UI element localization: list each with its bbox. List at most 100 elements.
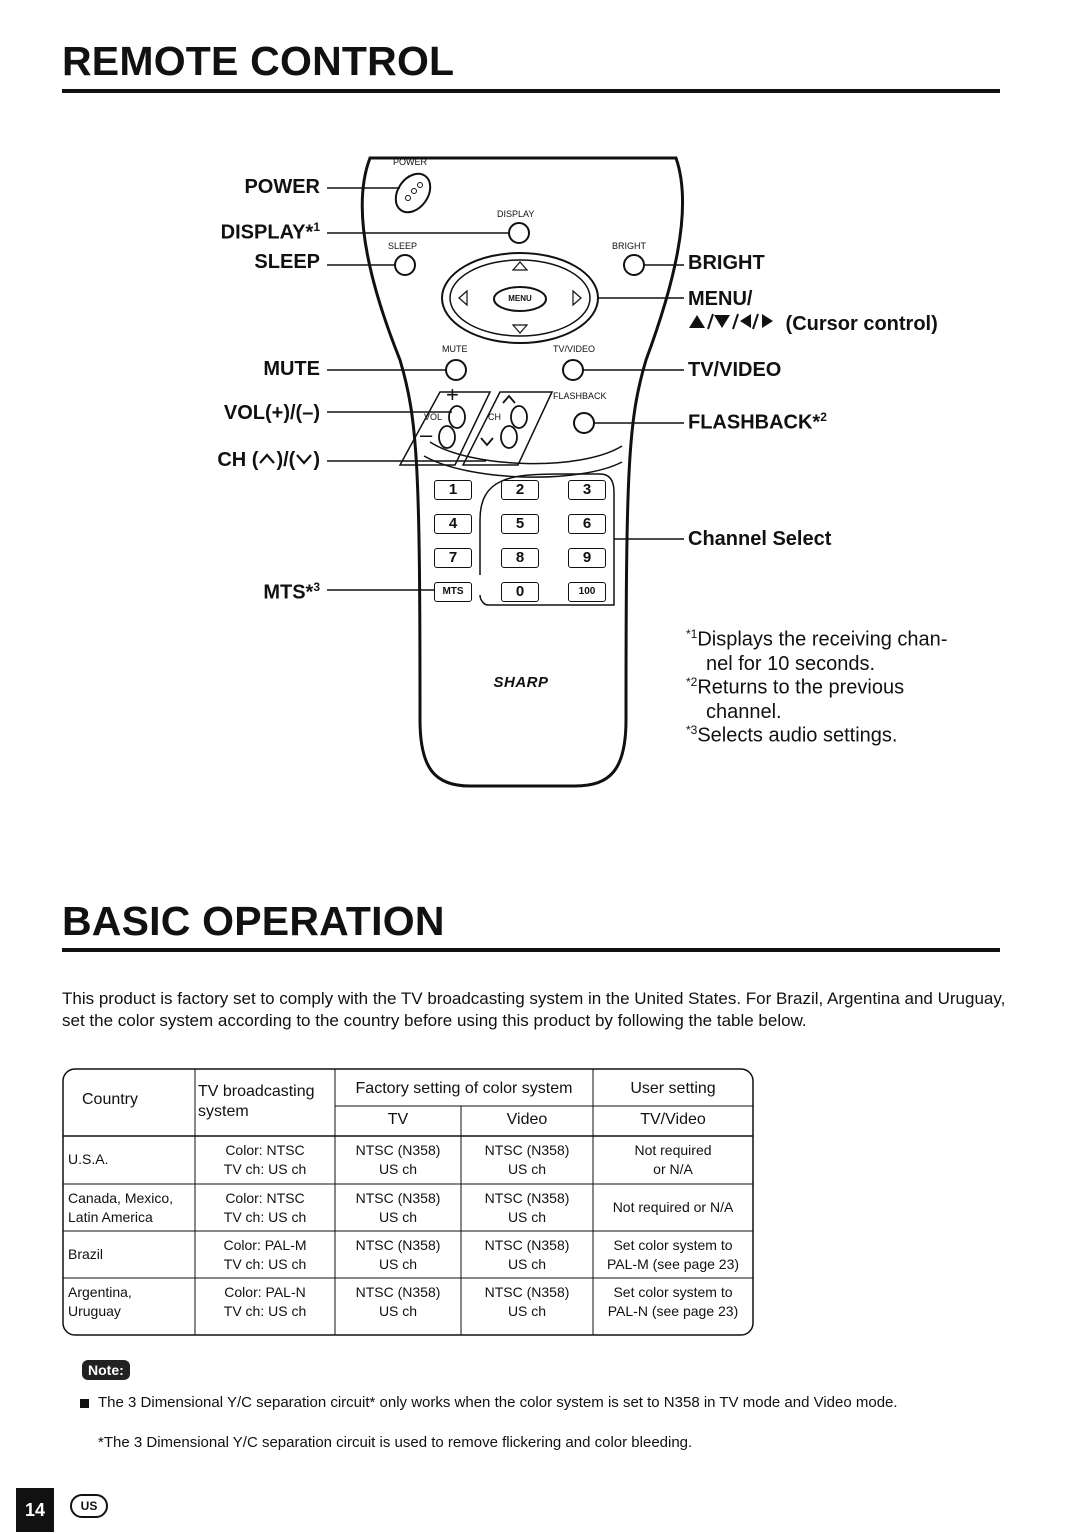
table-cell-line: US ch [378,1256,418,1272]
header-tv-video: TV/Video [640,1111,706,1128]
table-cell-line: Not required [634,1142,712,1158]
display-button [508,222,530,244]
table-cell-line: US ch [507,1303,547,1319]
label-tv-video: TV/VIDEO [688,359,782,381]
key-9: 9 [568,548,606,568]
table-cell-line: Color: NTSC [225,1142,305,1158]
table-cell-line: Argentina, [68,1284,132,1300]
footnote-3: *3Selects audio settings. [686,723,898,747]
table-cell-line: TV ch: US ch [223,1209,307,1225]
label-menu: MENU/ [688,288,753,310]
table-cell-video: NTSC (N358) US ch [461,1189,593,1227]
power-print: POWER [393,157,428,167]
table-cell-line: Brazil [68,1246,104,1262]
label-display: DISPLAY*1 [220,220,320,244]
table-cell-line: US ch [378,1209,418,1225]
note-footnote: *The 3 Dimensional Y/C separation circui… [98,1434,693,1451]
cursor-arrows-icon [689,313,773,330]
key-4: 4 [434,514,472,534]
table-cell-line: TV ch: US ch [223,1303,307,1319]
table-cell-tv: NTSC (N358) US ch [335,1189,461,1227]
footnote-1: *1Displays the receiving chan-nel for 10… [686,627,948,675]
key-1: 1 [434,480,472,500]
table-cell-line: NTSC (N358) [355,1190,441,1206]
table-cell-line: Uruguay [68,1303,121,1319]
up-arrow-icon [511,261,529,271]
mute-button [445,359,467,381]
label-mute: MUTE [263,358,320,380]
label-ch: CH ()/() [217,449,320,471]
table-cell-line: TV ch: US ch [223,1256,307,1272]
table-cell-line: NTSC (N358) [484,1142,570,1158]
table-cell-line: Set color system to [613,1284,733,1300]
table-cell-video: NTSC (N358) US ch [461,1141,593,1179]
label-sleep: SLEEP [254,251,320,273]
bullet-square-icon [80,1399,89,1408]
remote-control-diagram: POWER DISPLAY SLEEP BRIGHT MENU MUTE TV/… [0,120,1080,820]
table-cell-tv: NTSC (N358)US ch [335,1141,461,1179]
sleep-button [394,254,416,276]
title-rule [62,948,1000,952]
key-8: 8 [501,548,539,568]
table-cell-line: Set color system to [613,1237,733,1253]
table-cell-country: Brazil [68,1245,193,1264]
key-6: 6 [568,514,606,534]
table-cell-user: Set color system to PAL-M (see page 23) [593,1236,753,1274]
table-cell-line: Not required or N/A [612,1199,734,1215]
table-cell-line: PAL-M (see page 23) [606,1256,740,1272]
vol-rocker [398,391,492,466]
header-user-setting: User setting [630,1080,716,1097]
chevron-up-icon [259,453,276,464]
bright-button [623,254,645,276]
key-3: 3 [568,480,606,500]
right-arrow-icon [572,289,582,307]
table-cell-system: Color: PAL-M TV ch: US ch [195,1236,335,1274]
table-cell-line: U.S.A. [68,1151,109,1167]
table-cell-country: U.S.A. [68,1150,193,1169]
table-cell-line: Color: PAL-N [224,1284,306,1300]
label-bright: BRIGHT [688,252,765,274]
table-cell-video: NTSC (N358)US ch [461,1283,593,1321]
basic-operation-title: BASIC OPERATION [62,898,445,944]
table-cell-line: US ch [507,1256,547,1272]
table-cell-country: Canada, Mexico,Latin America [68,1189,193,1227]
table-cell-line: Color: PAL-M [223,1237,307,1253]
flashback-button [573,412,595,434]
table-cell-line: or N/A [653,1161,693,1177]
key-2: 2 [501,480,539,500]
flashback-print: FLASHBACK [553,391,607,401]
remote-body [360,156,685,788]
table-cell-tv: NTSC (N358)US ch [335,1283,461,1321]
intro-paragraph: This product is factory set to comply wi… [62,989,1006,1030]
menu-print: MENU [508,294,532,303]
table-cell-user: Not required or N/A [593,1198,753,1217]
key-7: 7 [434,548,472,568]
table-cell-line: NTSC (N358) [484,1190,570,1206]
label-power: POWER [244,176,320,198]
table-grid [62,1068,754,1336]
chevron-down-icon [296,454,313,465]
mute-print: MUTE [442,344,468,354]
header-tv: TV [387,1111,409,1128]
tv-video-print: TV/VIDEO [553,344,596,354]
sharp-logo: SHARP [493,674,549,691]
region-badge: US [70,1494,108,1518]
header-video: Video [506,1111,548,1128]
vol-plus-print: + [446,382,459,407]
left-arrow-icon [458,289,468,307]
display-print: DISPLAY [497,209,535,219]
table-cell-line: Canada, Mexico, [68,1190,174,1206]
label-cursor: (Cursor control) [688,312,938,336]
label-flashback: FLASHBACK*2 [688,410,827,434]
table-cell-tv: NTSC (N358)US ch [335,1236,461,1274]
bright-print: BRIGHT [612,241,647,251]
table-cell-user: Set color system to PAL-N (see page 23) [593,1283,753,1321]
table-cell-line: PAL-N (see page 23) [607,1303,739,1319]
table-cell-line: US ch [507,1161,547,1177]
down-arrow-icon [511,324,529,334]
table-cell-line: US ch [507,1209,547,1225]
table-cell-video: NTSC (N358)US ch [461,1236,593,1274]
